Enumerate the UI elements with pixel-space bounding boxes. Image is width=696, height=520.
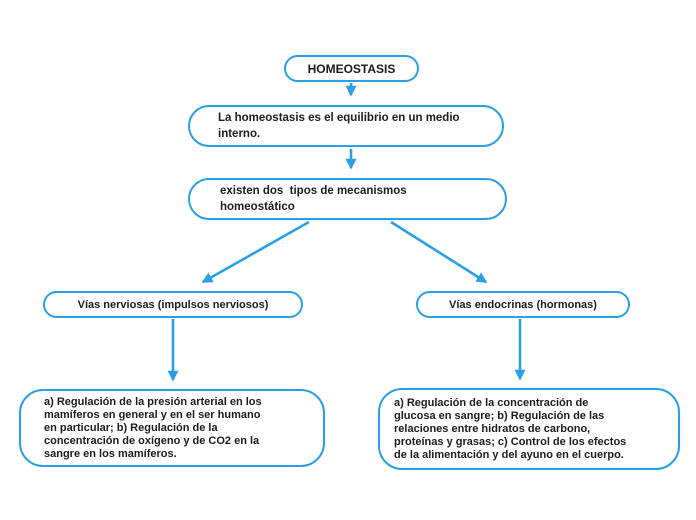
- node-endocrine-pathways[interactable]: Vías endocrinas (hormonas): [416, 291, 630, 318]
- node-homeostasis[interactable]: HOMEOSTASIS: [284, 55, 419, 82]
- node-mechanisms[interactable]: existen dos tipos de mecanismos homeostá…: [188, 178, 507, 220]
- node-definition[interactable]: La homeostasis es el equilibrio en un me…: [188, 105, 504, 147]
- connector-mechanisms-nervous: [201, 220, 310, 284]
- node-nervous-pathways[interactable]: Vías nerviosas (impulsos nerviosos): [43, 291, 303, 318]
- node-nervous-detail[interactable]: a) Regulación de la presión arterial en …: [19, 389, 325, 467]
- node-endocrine-detail[interactable]: a) Regulación de la concentración de glu…: [378, 388, 680, 470]
- connector-mechanisms-endocrine: [390, 220, 488, 284]
